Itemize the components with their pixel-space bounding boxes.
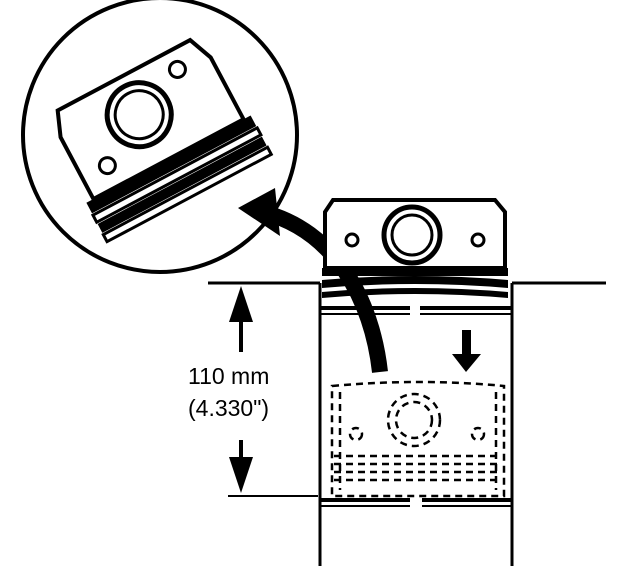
dimension-arrow-down (229, 457, 253, 493)
inset-piston (55, 37, 274, 244)
push-down-arrow (452, 330, 481, 372)
phantom-piston (330, 380, 506, 498)
dimension-line (228, 282, 318, 497)
piston-ring-measure-position (320, 498, 512, 507)
dimension-arrow-up (229, 286, 253, 322)
dimension-metric-label: 110 mm (188, 363, 270, 389)
cylinder-block (208, 281, 606, 566)
piston-ring-top-position (320, 306, 512, 315)
magnified-inset (21, 0, 299, 274)
piston-top (322, 198, 508, 298)
dimension-imperial-label: (4.330") (188, 395, 270, 421)
